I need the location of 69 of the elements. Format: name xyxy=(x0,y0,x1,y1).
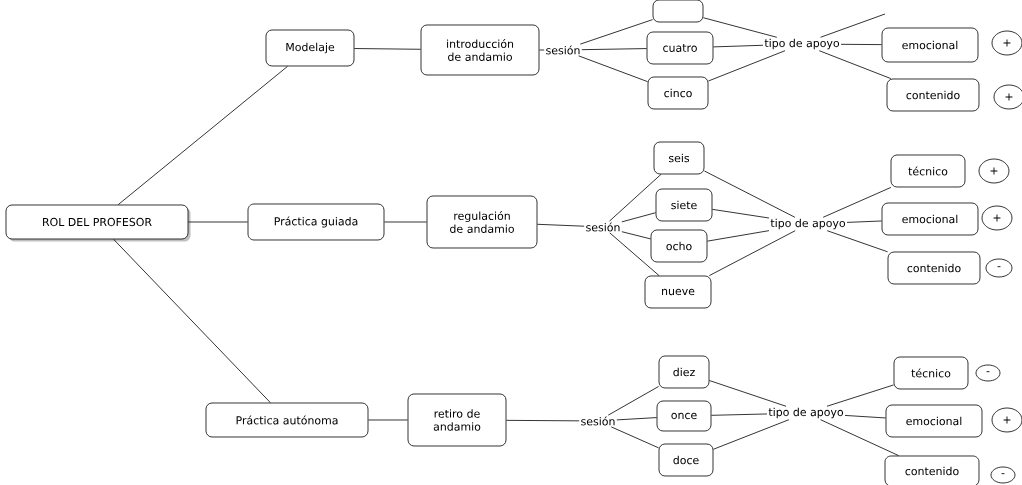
connector-line xyxy=(607,386,659,416)
connector-line xyxy=(113,239,271,403)
concept-box: doce xyxy=(658,443,714,477)
connector-line xyxy=(826,230,888,253)
linking-phrase: tipo de apoyo xyxy=(764,38,840,50)
concept-box: emocional xyxy=(881,27,979,63)
concept-box: retiro de andamio xyxy=(407,393,507,447)
concept-box: ROL DEL PROFESOR xyxy=(5,204,191,242)
concept-box: técnico xyxy=(890,154,966,188)
concept-box: ocho xyxy=(650,229,708,263)
concept-box: contenido xyxy=(884,455,980,485)
connector-line xyxy=(506,419,580,422)
connector-line xyxy=(581,48,647,51)
connector-line xyxy=(609,232,660,276)
concept-box: técnico xyxy=(893,356,969,390)
linking-phrase: sesión xyxy=(546,45,580,55)
concept-box: nueve xyxy=(644,275,712,309)
concept-box: Modelaje xyxy=(265,29,355,67)
linking-phrase: tipo de apoyo xyxy=(770,218,846,230)
connector-line xyxy=(822,187,892,218)
concept-box: cinco xyxy=(647,76,709,110)
connector-line xyxy=(703,17,778,38)
connector-line xyxy=(711,413,768,416)
connector-line xyxy=(708,50,786,82)
linking-phrase: sesión xyxy=(581,416,615,426)
concept-box: emocional xyxy=(885,404,983,438)
connector-line xyxy=(539,49,545,51)
concept-box: contenido xyxy=(887,251,981,285)
connector-line xyxy=(846,220,882,223)
connector-line xyxy=(188,221,248,223)
concept-box xyxy=(652,0,704,23)
connector-line xyxy=(579,19,653,45)
connector-line xyxy=(818,50,892,79)
connector-line xyxy=(820,419,899,456)
connector-line xyxy=(537,223,585,227)
connector-line xyxy=(708,230,796,276)
connector-line xyxy=(578,55,648,83)
linking-phrase: sesión xyxy=(586,222,620,232)
concept-box: Práctica guiada xyxy=(247,203,385,241)
connector-line xyxy=(704,170,796,218)
connector-line xyxy=(840,43,882,45)
connector-line xyxy=(384,221,427,223)
connector-line xyxy=(621,231,651,240)
connector-line xyxy=(368,419,408,421)
concept-box: regulación de andamio xyxy=(426,195,538,249)
concept-box: siete xyxy=(655,188,713,222)
concept-box: seis xyxy=(653,141,705,175)
connector-line xyxy=(117,66,288,205)
concept-box: emocional xyxy=(881,202,979,236)
concept-box: cuatro xyxy=(646,31,714,65)
concept-box: once xyxy=(656,400,712,432)
concept-box: introducción de andamio xyxy=(420,24,540,76)
connector-line xyxy=(709,380,787,407)
connector-line xyxy=(621,212,656,223)
connector-line xyxy=(616,417,657,421)
connector-line xyxy=(713,419,790,450)
connector-line xyxy=(354,48,421,50)
connector-line xyxy=(610,426,659,449)
connector-line xyxy=(713,44,764,48)
linking-phrase: tipo de apoyo xyxy=(768,407,844,419)
concept-box: Práctica autónoma xyxy=(205,402,369,438)
connector-line xyxy=(712,208,770,219)
connector-line xyxy=(820,13,886,38)
concept-box: diez xyxy=(658,355,710,389)
connector-line xyxy=(826,384,894,407)
connector-line xyxy=(707,230,770,242)
concept-box: contenido xyxy=(886,78,980,112)
connector-line xyxy=(844,415,886,419)
connector-line xyxy=(609,174,662,222)
